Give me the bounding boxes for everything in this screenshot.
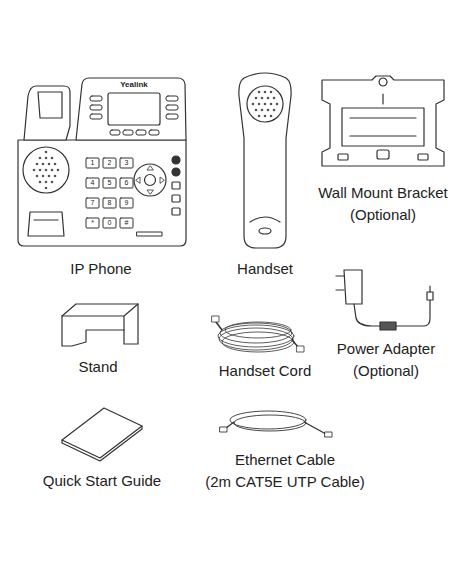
part-name: IP Phone (21, 258, 181, 280)
keypad-digit: 0 (103, 218, 116, 229)
keypad-digit: 1 (86, 158, 99, 169)
stand-drawing (62, 304, 138, 346)
keypad-digit: 6 (120, 178, 133, 189)
brand-logo: Yealink (109, 79, 159, 91)
keypad-digit: 4 (86, 178, 99, 189)
part-name: Power Adapter (Optional) (321, 338, 451, 382)
keypad-digit: 2 (103, 158, 116, 169)
power-adapter-drawing (336, 270, 433, 330)
handset-drawing (239, 73, 291, 248)
part-name: Quick Start Guide (17, 470, 187, 492)
keypad-digit: 7 (86, 198, 99, 209)
handset-cord-drawing (212, 316, 304, 352)
quick-guide-drawing (62, 408, 142, 461)
part-name: Ethernet Cable (2m CAT5E UTP Cable) (195, 449, 375, 493)
part-name: Wall Mount Bracket (Optional) (308, 182, 452, 226)
keypad-digit: 5 (103, 178, 116, 189)
keypad-digit: 9 (120, 198, 133, 209)
wall-bracket-drawing (322, 76, 444, 166)
part-name: Stand (38, 356, 158, 378)
ethernet-cable-drawing (220, 411, 332, 437)
keypad-digit: * (86, 218, 99, 229)
ip-phone-drawing (18, 78, 186, 246)
part-name: Handset Cord (195, 360, 335, 382)
keypad-digit: # (120, 218, 133, 229)
keypad-digit: 8 (103, 198, 116, 209)
part-name: Handset (205, 258, 325, 280)
keypad-digit: 3 (120, 158, 133, 169)
